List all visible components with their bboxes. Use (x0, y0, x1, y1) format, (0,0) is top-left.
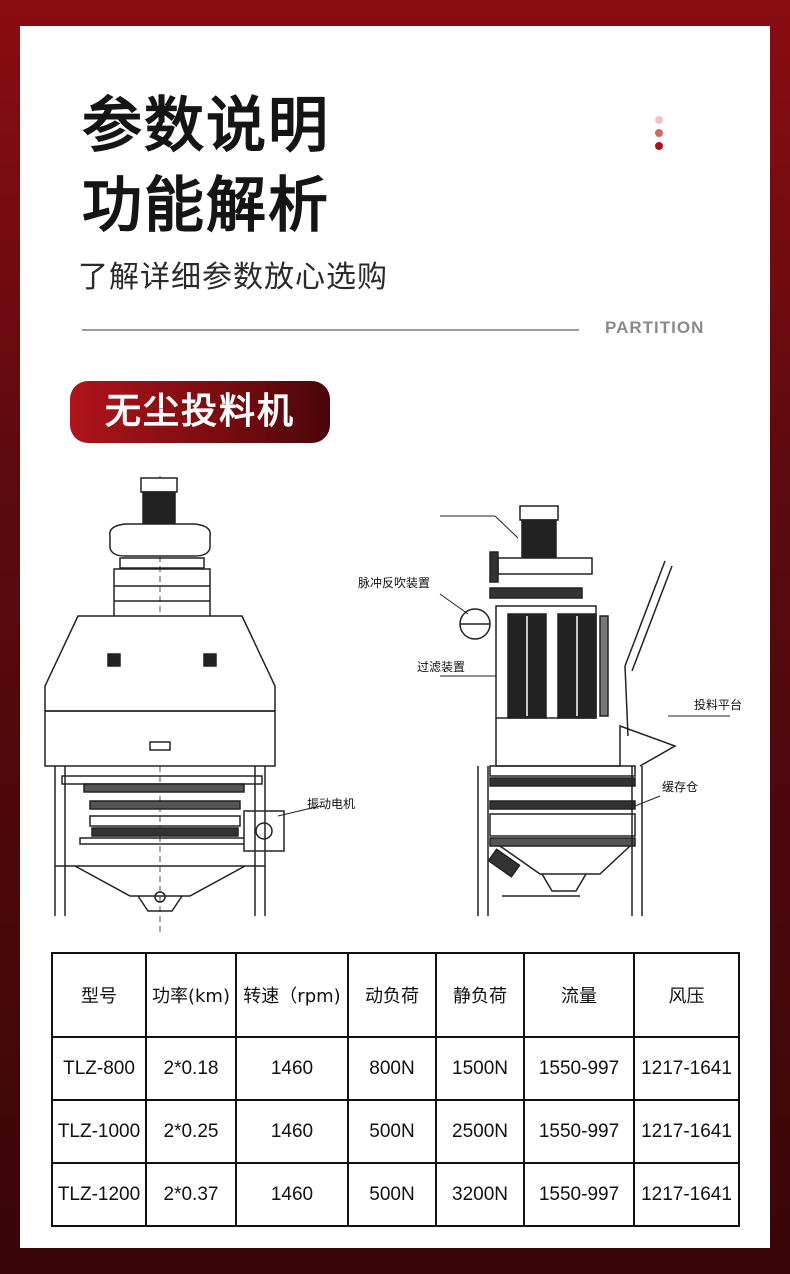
dot-icon (655, 142, 663, 150)
cell: 2*0.37 (145, 1162, 237, 1227)
title-line-1: 参数说明 (82, 91, 330, 161)
cell: 800N (347, 1036, 437, 1101)
label-buffer: 缓存仓 (662, 780, 698, 794)
cell: 1500N (435, 1036, 525, 1101)
cell: TLZ-1200 (51, 1162, 147, 1227)
machine-drawing: 脉冲反吹装置 过滤装置 投料平台 振动电机 缓存仓 (44, 476, 742, 936)
cell: 1550-997 (523, 1162, 635, 1227)
dot-icon (655, 129, 663, 137)
subtitle: 了解详细参数放心选购 (78, 260, 388, 295)
dot-icon (655, 116, 663, 124)
cell: 1460 (235, 1099, 349, 1164)
col-header: 流量 (523, 952, 635, 1038)
content-panel: 参数说明 功能解析 了解详细参数放心选购 PARTITION 无尘投料机 (20, 26, 770, 1248)
cell: 2*0.18 (145, 1036, 237, 1101)
cell: TLZ-800 (51, 1036, 147, 1101)
cell: 2*0.25 (145, 1099, 237, 1164)
cell: 1550-997 (523, 1036, 635, 1101)
product-badge: 无尘投料机 (70, 381, 330, 443)
table-row: TLZ-1200 2*0.37 1460 500N 3200N 1550-997… (51, 1162, 740, 1227)
label-pulse: 脉冲反吹装置 (358, 575, 430, 590)
table-header-row: 型号 功率(km) 转速（rpm) 动负荷 静负荷 流量 风压 (51, 952, 740, 1038)
cell: 500N (347, 1162, 437, 1227)
col-header: 动负荷 (347, 952, 437, 1038)
cell: 1460 (235, 1036, 349, 1101)
col-header: 风压 (633, 952, 740, 1038)
cell: 2500N (435, 1099, 525, 1164)
label-platform: 投料平台 (694, 697, 742, 712)
divider-rule (82, 329, 579, 331)
col-header: 功率(km) (145, 952, 237, 1038)
cell: 1550-997 (523, 1099, 635, 1164)
cell: 500N (347, 1099, 437, 1164)
col-header: 转速（rpm) (235, 952, 349, 1038)
table-row: TLZ-1000 2*0.25 1460 500N 2500N 1550-997… (51, 1099, 740, 1164)
label-filter: 过滤装置 (417, 660, 465, 674)
cell: 1217-1641 (633, 1036, 740, 1101)
cell: TLZ-1000 (51, 1099, 147, 1164)
title-line-2: 功能解析 (82, 171, 330, 241)
partition-label: PARTITION (605, 318, 705, 337)
cell: 1217-1641 (633, 1099, 740, 1164)
col-header: 静负荷 (435, 952, 525, 1038)
decor-dots (655, 116, 663, 155)
table-row: TLZ-800 2*0.18 1460 800N 1500N 1550-997 … (51, 1036, 740, 1101)
cell: 3200N (435, 1162, 525, 1227)
col-header: 型号 (51, 952, 147, 1038)
spec-table: 型号 功率(km) 转速（rpm) 动负荷 静负荷 流量 风压 TLZ-800 … (51, 952, 740, 1227)
cell: 1460 (235, 1162, 349, 1227)
label-vibration-motor: 振动电机 (307, 797, 355, 811)
cell: 1217-1641 (633, 1162, 740, 1227)
